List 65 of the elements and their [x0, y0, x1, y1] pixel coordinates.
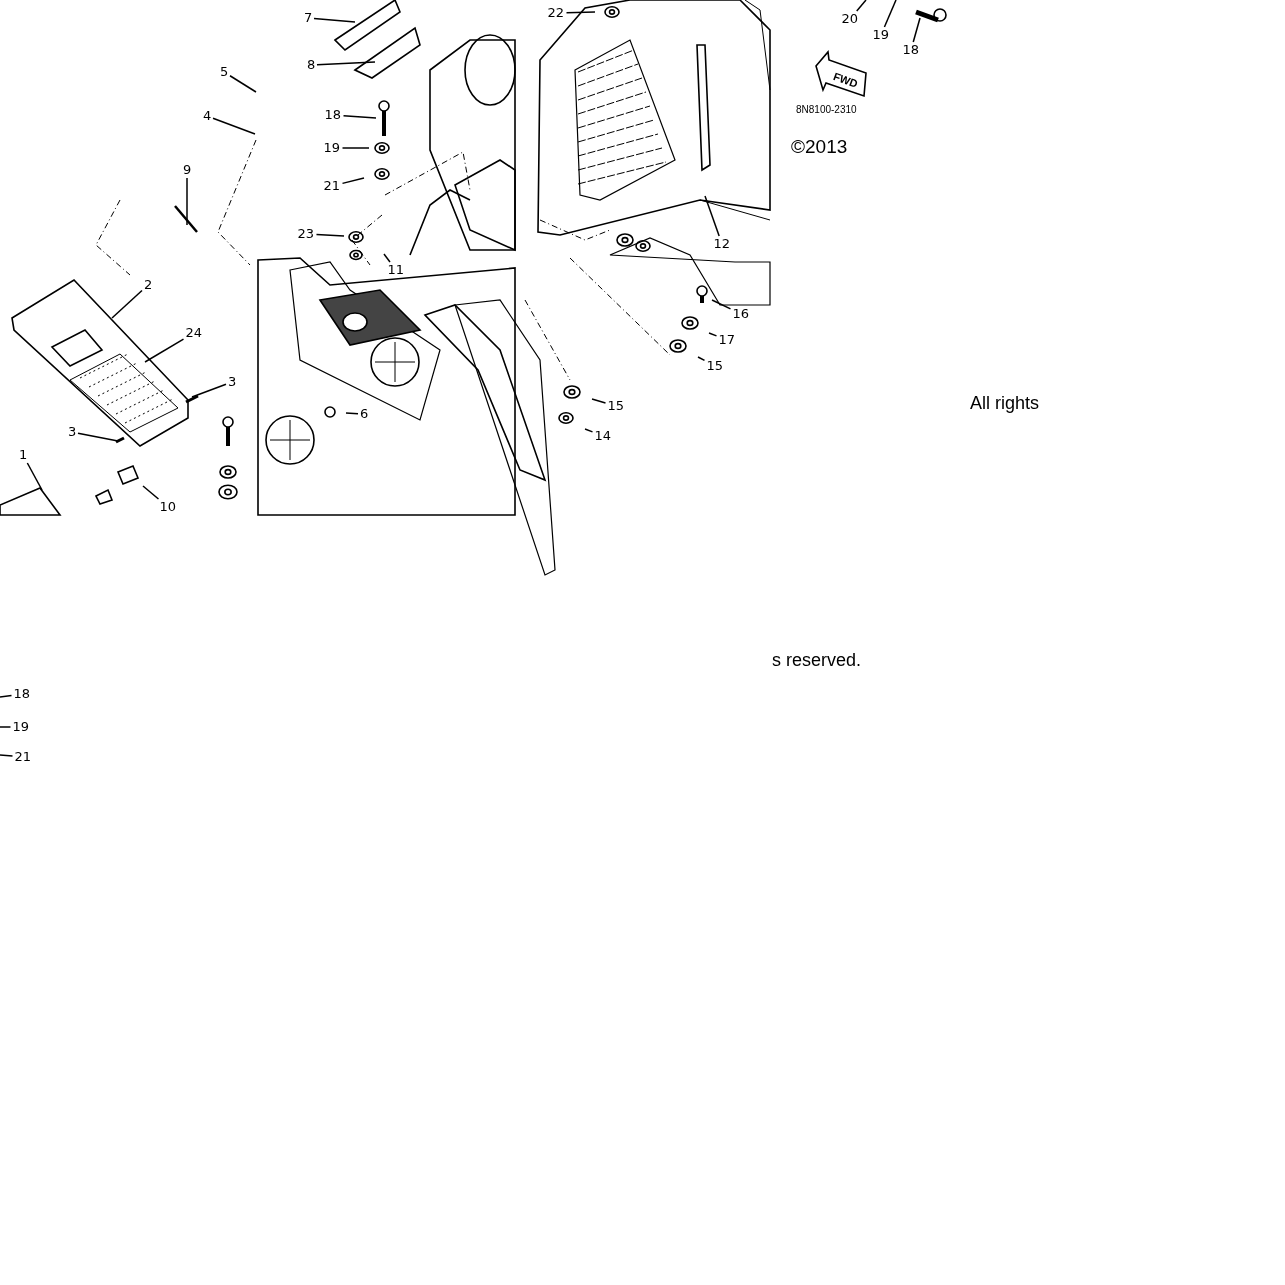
- leader-line: [142, 485, 160, 500]
- leader-line: [345, 412, 359, 415]
- callout-number: 20: [840, 12, 860, 26]
- callout-number: 19: [11, 720, 31, 734]
- leader-line: [341, 177, 365, 185]
- callout-number: 15: [705, 359, 725, 373]
- leader-line: [383, 253, 391, 263]
- callout-number: 14: [593, 429, 613, 443]
- callout-number: 24: [184, 326, 204, 340]
- callout-number: 7: [303, 11, 314, 25]
- callout-number: 16: [731, 307, 751, 321]
- leader-line: [584, 428, 594, 433]
- callout-number: 22: [546, 6, 566, 20]
- callout-number: 18: [901, 43, 921, 57]
- leader-line: [0, 726, 12, 728]
- callout-number: 19: [322, 141, 342, 155]
- leader-line: [144, 338, 185, 363]
- leader-line: [315, 233, 345, 237]
- leader-line: [704, 195, 720, 237]
- callout-number: 3: [227, 375, 238, 389]
- callout-number: 5: [219, 65, 230, 79]
- callout-number: 4: [202, 109, 213, 123]
- leader-line: [229, 75, 257, 93]
- leader-line: [856, 0, 867, 12]
- callout-number: 9: [182, 163, 193, 177]
- leader-line: [111, 289, 143, 319]
- leader-line: [711, 299, 732, 310]
- leader-line: [697, 356, 706, 362]
- callout-number: 8: [306, 58, 317, 72]
- callout-number: 11: [386, 263, 406, 277]
- callout-number: 15: [606, 399, 626, 413]
- callout-number: 18: [12, 687, 32, 701]
- copyright-text: s reserved.: [772, 650, 862, 671]
- leader-line: [77, 432, 119, 442]
- callout-number: 23: [296, 227, 316, 241]
- direction-label: FWD: [831, 70, 860, 90]
- leader-line: [708, 332, 718, 337]
- leader-line: [591, 398, 607, 404]
- leader-line: [316, 61, 376, 66]
- callout-number: 10: [158, 500, 178, 514]
- callout-number: 17: [717, 333, 737, 347]
- leader-line: [313, 17, 356, 23]
- leader-line: [191, 383, 227, 398]
- part-number: 8N8100-2310: [796, 104, 857, 115]
- callout-number: 6: [359, 407, 370, 421]
- callout-number: 19: [871, 28, 891, 42]
- callout-number: 21: [13, 750, 33, 764]
- leader-line: [186, 177, 188, 226]
- leader-line: [912, 17, 921, 43]
- callout-number: 3: [67, 425, 78, 439]
- copyright-text: All rights: [970, 393, 1040, 414]
- callout-number: 21: [322, 179, 342, 193]
- copyright-text: ©2013: [791, 136, 848, 158]
- callout-number: 18: [323, 108, 343, 122]
- leader-line: [26, 462, 43, 491]
- leader-line: [212, 117, 256, 135]
- leader-line: [883, 0, 897, 28]
- leader-line: [342, 115, 377, 119]
- leader-line: [341, 147, 370, 149]
- leader-line: [565, 11, 596, 14]
- leader-line: [0, 754, 14, 757]
- callout-number: 2: [143, 278, 154, 292]
- leader-line: [0, 694, 13, 698]
- callout-number: 1: [18, 448, 29, 462]
- callout-number: 12: [712, 237, 732, 251]
